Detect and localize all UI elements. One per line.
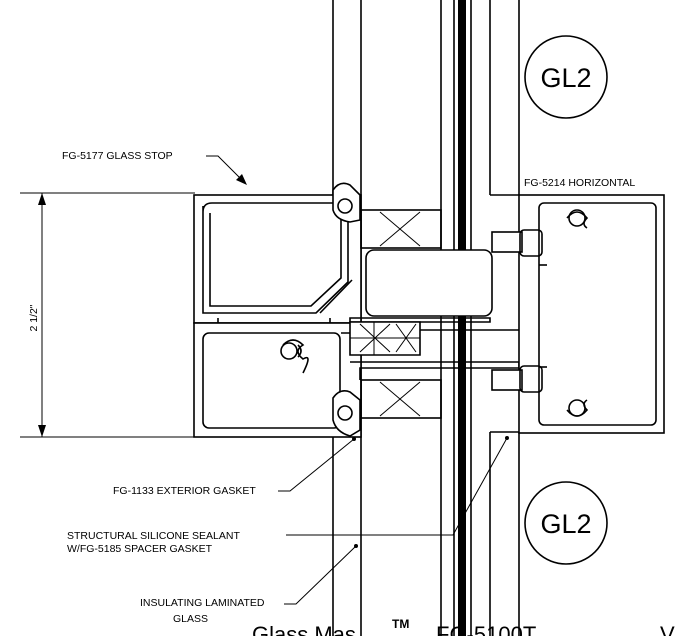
horizontal-label: FG-5214 HORIZONTAL [524,177,635,189]
glass-tag-top: GL2 [524,35,608,119]
dimension-2-1-2: 2 1/2" [20,192,195,438]
glass-tag-bottom-text: GL2 [540,509,591,539]
exterior-gasket-label: FG-1133 EXTERIOR GASKET [113,485,256,497]
horizontal-profile [491,194,665,434]
callout-glass-stop: FG-5177 GLASS STOP [62,150,247,185]
footer-part1: Glass Mas [252,622,356,636]
footer-title: Glass Mas TM FG-5100T V [252,617,675,636]
footer-trademark: TM [392,617,409,631]
footer-part2: FG-5100T [436,622,536,636]
spacer-block [349,249,520,380]
top-gasket [332,182,442,249]
dimension-text: 2 1/2" [28,304,40,331]
callout-structural-sealant: STRUCTURAL SILICONE SEALANT W/FG-5185 SP… [67,436,509,555]
glass-stop-label: FG-5177 GLASS STOP [62,150,173,162]
sealant-label-line1: STRUCTURAL SILICONE SEALANT [67,530,240,542]
glass-label-line1: INSULATING LAMINATED [140,597,265,609]
footer-part3: V [660,622,675,636]
bottom-gasket [332,379,442,437]
glass-tag-bottom: GL2 [524,481,608,565]
glass-tag-top-text: GL2 [540,63,591,93]
glass-stop-profile [193,194,362,329]
sealant-label-line2: W/FG-5185 SPACER GASKET [67,543,213,555]
glass-label-line2: GLASS [173,613,208,625]
callout-laminated-glass: INSULATING LAMINATED GLASS [140,544,358,625]
callout-exterior-gasket: FG-1133 EXTERIOR GASKET [113,437,356,497]
